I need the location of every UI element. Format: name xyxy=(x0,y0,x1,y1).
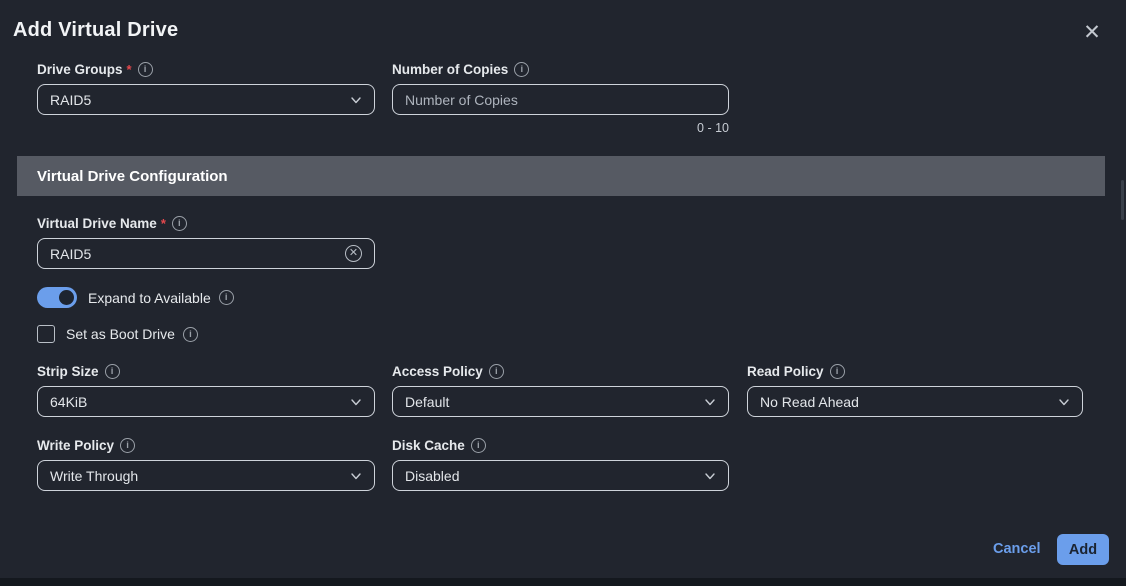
read-policy-label: Read Policy xyxy=(747,363,824,379)
chevron-down-icon xyxy=(350,470,362,482)
access-policy-value: Default xyxy=(405,393,450,410)
set-as-boot-drive-checkbox[interactable] xyxy=(37,325,55,343)
chevron-down-icon xyxy=(350,94,362,106)
virtual-drive-name-label-row: Virtual Drive Name * i xyxy=(37,215,187,231)
drive-groups-select[interactable]: RAID5 xyxy=(37,84,375,115)
strip-size-label: Strip Size xyxy=(37,363,99,379)
chevron-down-icon xyxy=(704,396,716,408)
chevron-down-icon xyxy=(704,470,716,482)
dialog-title: Add Virtual Drive xyxy=(13,19,179,41)
set-as-boot-drive-info-icon[interactable]: i xyxy=(182,326,198,342)
read-policy-info-icon[interactable]: i xyxy=(829,363,845,379)
strip-size-label-row: Strip Size i xyxy=(37,363,120,379)
scrollbar-thumb[interactable] xyxy=(1121,180,1124,220)
expand-to-available-label: Expand to Available xyxy=(88,289,211,306)
strip-size-info-icon[interactable]: i xyxy=(104,363,120,379)
drive-groups-label: Drive Groups xyxy=(37,61,123,77)
section-title: Virtual Drive Configuration xyxy=(37,167,228,185)
virtual-drive-name-field: ✕ xyxy=(37,238,375,269)
chevron-down-icon xyxy=(350,396,362,408)
disk-cache-info-icon[interactable]: i xyxy=(470,437,486,453)
page-background-edge xyxy=(0,578,1126,586)
expand-to-available-row: Expand to Available i xyxy=(37,287,234,308)
close-icon[interactable]: ✕ xyxy=(1083,20,1101,44)
expand-to-available-info-icon[interactable]: i xyxy=(218,290,234,305)
required-marker: * xyxy=(160,215,166,231)
set-as-boot-drive-label: Set as Boot Drive xyxy=(66,326,175,342)
required-marker: * xyxy=(126,61,132,77)
disk-cache-label-row: Disk Cache i xyxy=(392,437,486,453)
add-button[interactable]: Add xyxy=(1057,534,1109,565)
number-of-copies-label: Number of Copies xyxy=(392,61,509,77)
toggle-knob xyxy=(59,290,74,305)
set-as-boot-drive-row: Set as Boot Drive i xyxy=(37,325,198,343)
disk-cache-select[interactable]: Disabled xyxy=(392,460,729,491)
read-policy-select[interactable]: No Read Ahead xyxy=(747,386,1083,417)
virtual-drive-configuration-section-header: Virtual Drive Configuration xyxy=(17,156,1105,196)
access-policy-info-icon[interactable]: i xyxy=(488,363,504,379)
disk-cache-value: Disabled xyxy=(405,467,460,484)
write-policy-label-row: Write Policy i xyxy=(37,437,136,453)
clear-input-icon[interactable]: ✕ xyxy=(345,245,362,262)
read-policy-label-row: Read Policy i xyxy=(747,363,845,379)
read-policy-value: No Read Ahead xyxy=(760,393,859,410)
disk-cache-label: Disk Cache xyxy=(392,437,465,453)
number-of-copies-label-row: Number of Copies i xyxy=(392,61,530,77)
virtual-drive-name-input[interactable] xyxy=(50,245,345,262)
drive-groups-info-icon[interactable]: i xyxy=(137,61,153,77)
number-of-copies-range-hint: 0 - 10 xyxy=(697,121,729,135)
chevron-down-icon xyxy=(1058,396,1070,408)
write-policy-label: Write Policy xyxy=(37,437,115,453)
virtual-drive-name-label: Virtual Drive Name xyxy=(37,215,157,231)
number-of-copies-field xyxy=(392,84,729,115)
access-policy-label: Access Policy xyxy=(392,363,483,379)
virtual-drive-name-info-icon[interactable]: i xyxy=(171,215,187,231)
strip-size-select[interactable]: 64KiB xyxy=(37,386,375,417)
drive-groups-value: RAID5 xyxy=(50,91,92,108)
write-policy-select[interactable]: Write Through xyxy=(37,460,375,491)
cancel-button[interactable]: Cancel xyxy=(993,541,1041,557)
expand-to-available-toggle[interactable] xyxy=(37,287,77,308)
access-policy-select[interactable]: Default xyxy=(392,386,729,417)
drive-groups-label-row: Drive Groups * i xyxy=(37,61,153,77)
write-policy-info-icon[interactable]: i xyxy=(120,437,136,453)
access-policy-label-row: Access Policy i xyxy=(392,363,504,379)
strip-size-value: 64KiB xyxy=(50,393,88,410)
write-policy-value: Write Through xyxy=(50,467,139,484)
number-of-copies-info-icon[interactable]: i xyxy=(514,61,530,77)
number-of-copies-input[interactable] xyxy=(405,91,716,108)
